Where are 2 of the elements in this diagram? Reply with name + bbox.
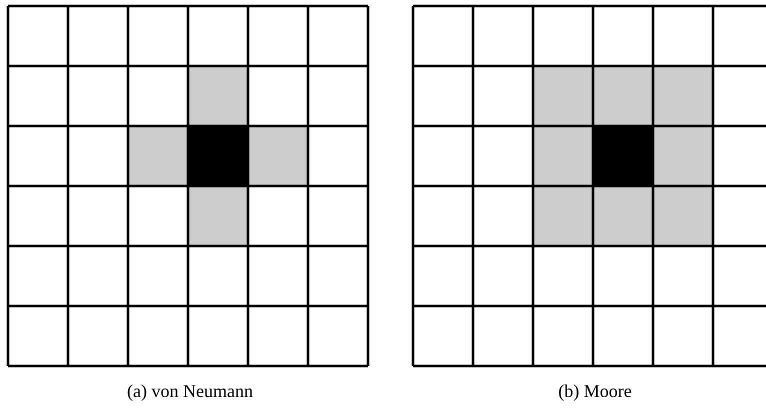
caption: (a) von Neumann [127, 381, 253, 401]
caption: (b) Moore [558, 381, 632, 401]
